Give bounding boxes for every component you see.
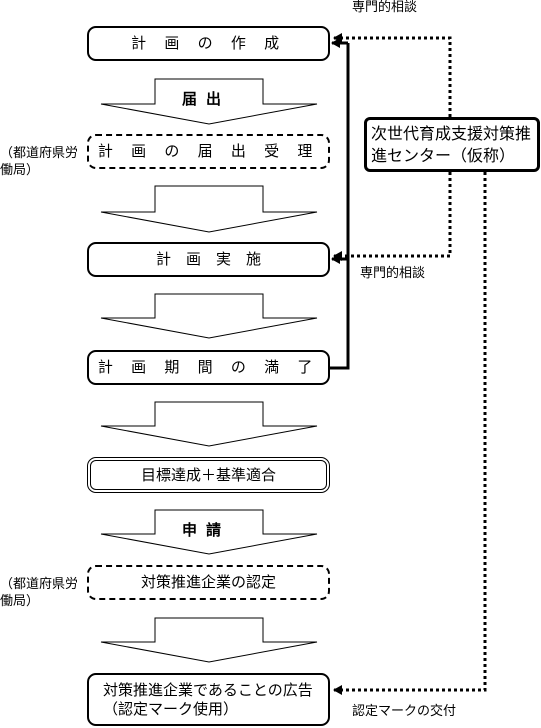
down-arrow-3 [100,293,318,339]
step-create: 計 画 の 作 成 [87,26,330,61]
down-arrow-6 [100,617,318,663]
mark-issue-line [333,172,487,695]
down-arrow-4 [100,401,318,447]
arrow-label-apply: 申請 [182,521,231,539]
down-arrow-1 [100,78,318,125]
consult-line-top [333,33,452,117]
consult-line-mid [333,172,452,261]
side-label-labor-bureau-2: （都道府県労働局） [0,577,79,609]
step-certification: 対策推進企業の認定 [87,565,330,600]
feedback-line [330,43,350,370]
step-submit-receipt: 計 画 の 届 出 受 理 [87,134,330,169]
down-arrow-2 [100,185,318,233]
step-implement: 計 画 実 施 [87,242,330,277]
support-center-box: 次世代育成支援対策推進センター（仮称） [364,117,540,172]
arrow-label-notify: 届出 [182,90,231,108]
step-period-end: 計 画 期 間 の 満 了 [87,350,330,385]
annotation-consult-top: 専門的相談 [352,0,418,15]
annotation-mark-issue: 認定マークの交付 [352,704,457,719]
down-arrow-5 [100,509,318,555]
step-achievement: 目標達成＋基準適合 [87,457,330,493]
step-announcement: 対策推進企業であることの広告（認定マーク使用） [87,673,330,726]
side-label-labor-bureau-1: （都道府県労働局） [0,146,79,178]
annotation-consult-mid: 専門的相談 [360,266,426,281]
